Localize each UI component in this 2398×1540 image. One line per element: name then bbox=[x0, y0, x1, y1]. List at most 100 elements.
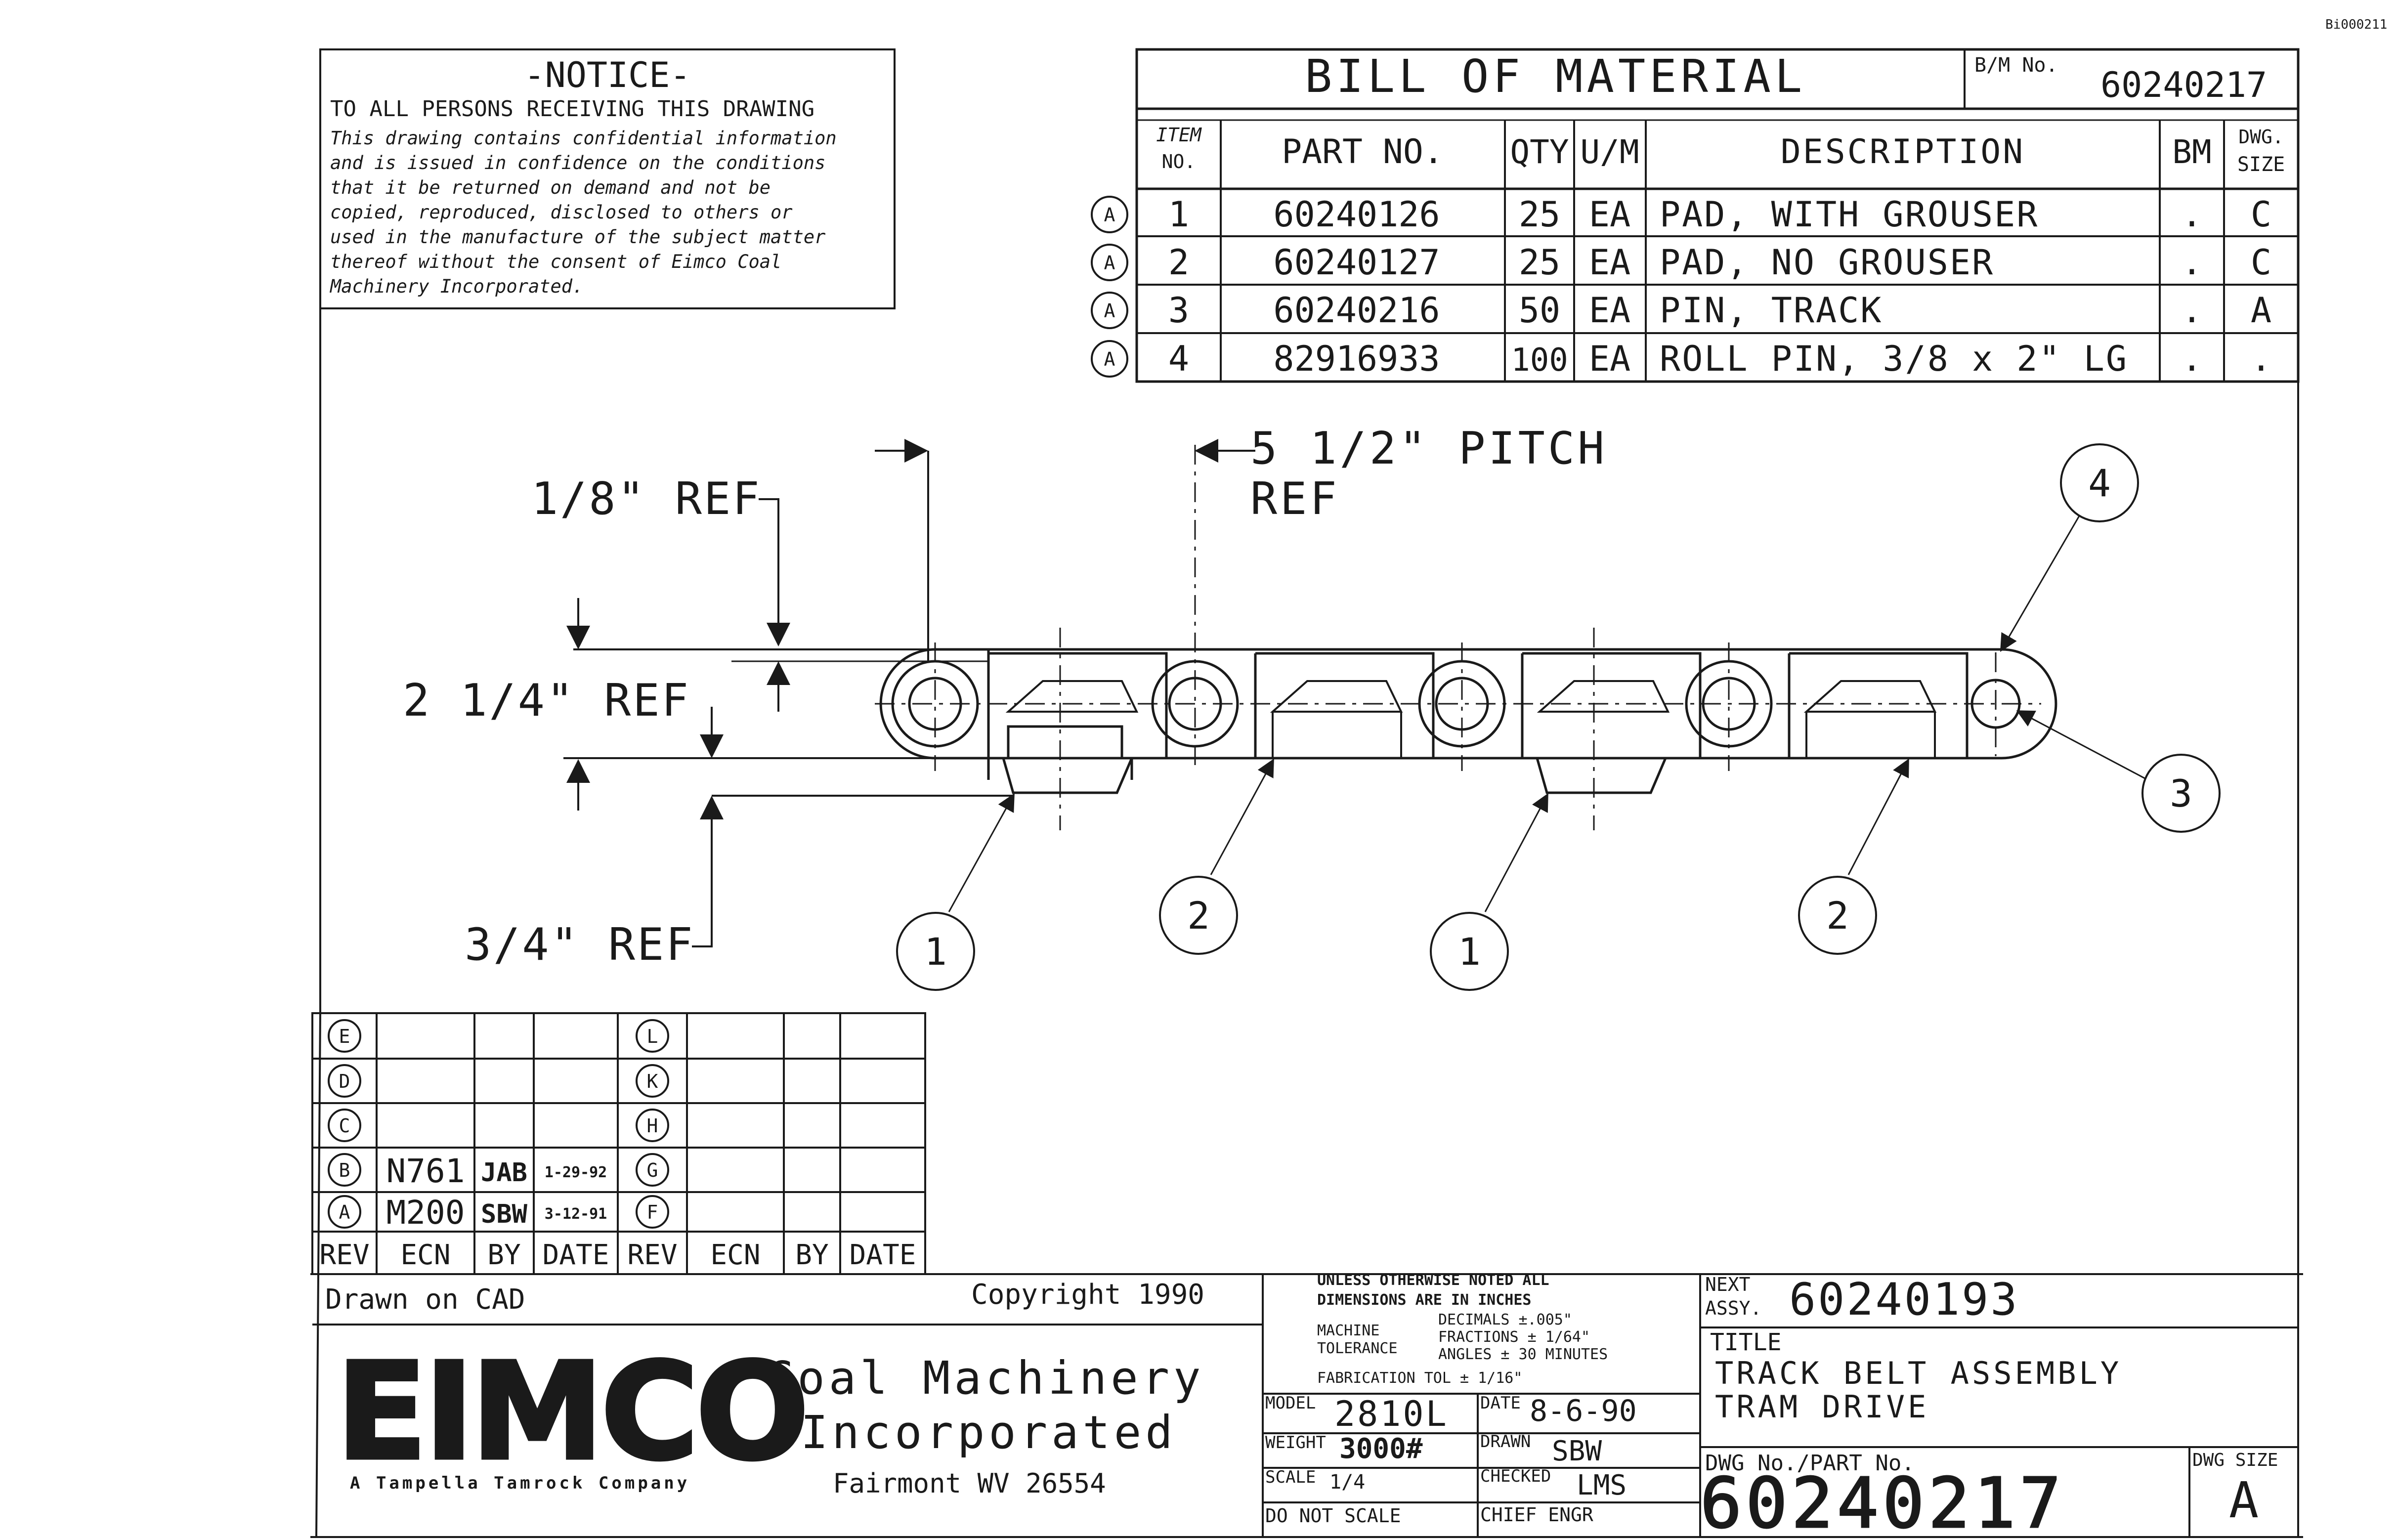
bom-row-qty: 25 bbox=[1519, 242, 1560, 283]
bom-header-bm: BM bbox=[2172, 133, 2211, 171]
rev-letter: A bbox=[339, 1201, 350, 1223]
rev-letter: F bbox=[647, 1201, 658, 1223]
bom-row-item: 3 bbox=[1168, 290, 1189, 331]
bom-header-size-2: SIZE bbox=[2237, 153, 2285, 176]
rev-header: REV bbox=[627, 1239, 677, 1271]
bom-row-part: 60240126 bbox=[1273, 194, 1440, 235]
drawing-title-2: TRAM DRIVE bbox=[1715, 1389, 1929, 1425]
chief-engineer-label: CHIEF ENGR bbox=[1480, 1504, 1593, 1526]
bom-row-part: 82916933 bbox=[1273, 339, 1440, 379]
checked-value: LMS bbox=[1577, 1469, 1627, 1501]
rev-header: BY bbox=[795, 1239, 828, 1271]
bom-row: A 2 60240127 25 EA PAD, NO GROUSER . C bbox=[1091, 242, 2271, 283]
company-name-1: Coal Machinery bbox=[766, 1352, 1204, 1405]
weight-label: WEIGHT bbox=[1265, 1433, 1326, 1453]
bom-row-item: 4 bbox=[1168, 339, 1189, 379]
bom-row-bm: . bbox=[2182, 242, 2202, 283]
bom-header-um: U/M bbox=[1580, 133, 1639, 171]
date-value: 8-6-90 bbox=[1530, 1394, 1637, 1428]
weight-value: 3000# bbox=[1339, 1433, 1423, 1465]
notice-line: Machinery Incorporated. bbox=[329, 276, 583, 297]
rev-letter: L bbox=[647, 1026, 658, 1047]
rev-header: ECN bbox=[400, 1239, 450, 1271]
bom-row-size: C bbox=[2251, 242, 2271, 283]
tolerance-note: DIMENSIONS ARE IN INCHES bbox=[1317, 1291, 1531, 1309]
tolerance-decimals: DECIMALS ±.005" bbox=[1438, 1311, 1572, 1328]
model-label: MODEL bbox=[1265, 1393, 1316, 1413]
notice-title: -NOTICE- bbox=[524, 55, 690, 95]
revision-row: E bbox=[328, 1019, 361, 1053]
bom-row-size: C bbox=[2251, 194, 2271, 235]
dwg-size-value: A bbox=[2229, 1471, 2259, 1529]
next-assy-label-2: ASSY. bbox=[1705, 1297, 1761, 1319]
bom-number: 60240217 bbox=[2100, 65, 2267, 105]
notice-line: This drawing contains confidential infor… bbox=[330, 128, 837, 149]
revision-row: G bbox=[636, 1153, 669, 1187]
rev-by: SBW bbox=[481, 1199, 528, 1229]
rev-ecn: N761 bbox=[386, 1152, 465, 1190]
rev-letter: K bbox=[647, 1070, 658, 1092]
tolerance-machine: MACHINE bbox=[1317, 1322, 1379, 1339]
rev-letter: D bbox=[339, 1070, 350, 1092]
drawn-on-cad: Drawn on CAD bbox=[325, 1283, 525, 1316]
revision-row: A M200 SBW 3-12-91 bbox=[328, 1194, 607, 1232]
pad-no-grouser bbox=[1254, 652, 1435, 758]
scale-value: 1/4 bbox=[1329, 1471, 1365, 1494]
bom-row-rev: A bbox=[1104, 348, 1115, 370]
bom-number-label: B/M No. bbox=[1974, 54, 2058, 77]
revision-row: H bbox=[636, 1109, 669, 1142]
balloon-label: 3 bbox=[2170, 771, 2192, 815]
balloon-label: 2 bbox=[1187, 894, 1210, 938]
balloon-label: 1 bbox=[1458, 930, 1481, 974]
copyright: Copyright 1990 bbox=[971, 1279, 1204, 1311]
bom-row-part: 60240127 bbox=[1273, 242, 1440, 283]
item-balloon-1: 1 bbox=[1430, 912, 1509, 991]
bom-row-bm: . bbox=[2182, 290, 2202, 331]
do-not-scale: DO NOT SCALE bbox=[1265, 1505, 1401, 1527]
balloon-label: 1 bbox=[924, 930, 947, 974]
bom-row: A 1 60240126 25 EA PAD, WITH GROUSER . C bbox=[1091, 194, 2271, 235]
rev-date: 1-29-92 bbox=[545, 1164, 607, 1181]
bom-row-um: EA bbox=[1589, 242, 1630, 283]
pad-with-grouser bbox=[987, 649, 1168, 760]
revision-row: D bbox=[328, 1064, 361, 1098]
rev-header: ECN bbox=[710, 1239, 760, 1271]
tolerance-note: UNLESS OTHERWISE NOTED ALL bbox=[1317, 1272, 1549, 1289]
bom-header-size: DWG. bbox=[2238, 126, 2284, 148]
fabrication-tolerance: FABRICATION TOL ± 1/16" bbox=[1317, 1369, 1522, 1387]
bom-row-description: PIN, TRACK bbox=[1660, 290, 1883, 331]
bom-row-bm: . bbox=[2182, 194, 2202, 235]
bom-header-item-no: NO. bbox=[1162, 151, 1196, 172]
bom-row-um: EA bbox=[1589, 339, 1630, 379]
bom-row-bm: . bbox=[2182, 339, 2202, 379]
bom-row-rev: A bbox=[1104, 300, 1115, 322]
bom-row-um: EA bbox=[1589, 194, 1630, 235]
bom-header-part: PART NO. bbox=[1282, 132, 1444, 171]
bom-row: A 3 60240216 50 EA PIN, TRACK . A bbox=[1091, 290, 2271, 331]
tolerance-angles: ANGLES ± 30 MINUTES bbox=[1438, 1346, 1608, 1363]
drawn-value: SBW bbox=[1552, 1435, 1602, 1467]
notice-line: copied, reproduced, disclosed to others … bbox=[330, 202, 793, 223]
drawn-label: DRAWN bbox=[1480, 1432, 1531, 1452]
title-block-lines bbox=[312, 1274, 2298, 1537]
revision-row: L bbox=[636, 1019, 669, 1053]
rev-date: 3-12-91 bbox=[545, 1205, 607, 1223]
item-balloon-1: 1 bbox=[896, 912, 975, 991]
item-balloon-2: 2 bbox=[1159, 876, 1238, 955]
next-assy-label: NEXT bbox=[1705, 1274, 1751, 1295]
bom-row-qty: 25 bbox=[1519, 194, 1560, 235]
rev-header: BY bbox=[487, 1239, 520, 1271]
bill-of-material bbox=[1135, 48, 2300, 383]
company-location: Fairmont WV 26554 bbox=[833, 1468, 1106, 1499]
eighth-dimension-label: 1/8" REF bbox=[531, 473, 761, 525]
item-balloon-2: 2 bbox=[1798, 876, 1877, 955]
bom-row-rev: A bbox=[1104, 252, 1115, 274]
drawing-title-1: TRACK BELT ASSEMBLY bbox=[1715, 1355, 2122, 1391]
grouser-dimension-label: 3/4" REF bbox=[465, 919, 694, 971]
pad-no-grouser bbox=[1788, 652, 1969, 758]
bom-row: A 4 82916933 100 EA ROLL PIN, 3/8 x 2" L… bbox=[1091, 339, 2271, 379]
rev-letter: G bbox=[647, 1159, 658, 1181]
model-value: 2810L bbox=[1334, 1394, 1449, 1434]
bom-row-item: 1 bbox=[1168, 194, 1189, 235]
